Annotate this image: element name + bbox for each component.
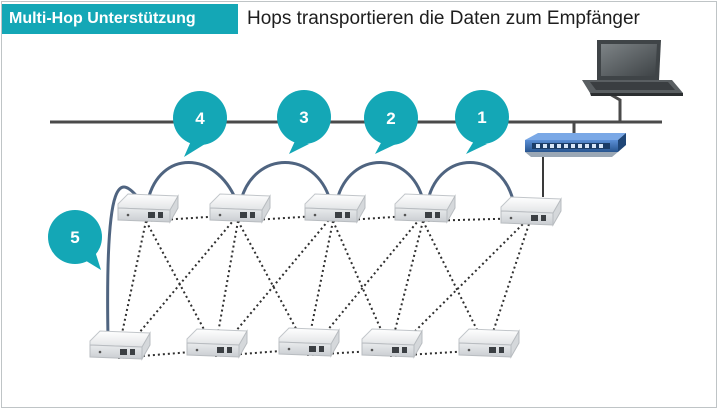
hop-bubble-1: 1 [455,90,509,154]
hop-label: 3 [299,108,308,127]
access-point-icon [278,327,340,358]
laptop-connection [607,91,622,122]
access-point-icon [458,328,520,359]
mesh-link-6 [237,220,308,350]
header-badge: Multi-Hop Unterstützung [2,4,238,34]
hop-arcs [106,161,515,339]
mesh-link-18 [306,220,334,350]
hop-bubble-3: 3 [277,90,331,154]
hop-bubble-2: 2 [364,91,418,154]
access-point-icon [117,193,179,224]
mesh-link-14 [422,220,488,351]
mesh-link-16 [117,220,147,353]
network-switch-icon [525,133,626,157]
access-points [89,193,562,361]
mesh-link-19 [389,220,424,351]
access-point-icon [394,193,456,224]
access-point-icon [500,196,562,227]
hop-bubbles: 4 3 2 1 5 [48,90,509,270]
hop-arc-2 [335,161,425,201]
mesh-link-2 [145,220,216,351]
mesh-link-17 [214,220,239,351]
hop-arc-5 [106,185,142,339]
hop-arc-3 [239,161,332,201]
mesh-link-9 [306,349,391,356]
access-point-icon [186,328,248,359]
hop-label: 5 [70,228,79,247]
hop-arc-1 [426,161,515,201]
access-point-icon [361,328,423,359]
access-point-icon [89,330,151,361]
header-caption: Hops transportieren die Daten zum Empfän… [247,8,640,29]
mesh-link-20 [486,223,530,351]
laptop-icon [582,40,683,96]
hop-label: 1 [477,108,486,127]
access-point-icon [304,193,366,224]
hop-bubble-4: 4 [173,91,227,157]
hop-bubble-5: 5 [48,210,102,270]
access-point-icon [209,193,271,224]
mesh-link-10 [332,220,391,351]
hop-label: 4 [195,109,205,128]
hop-label: 2 [386,109,395,128]
hop-arc-4 [146,161,238,201]
